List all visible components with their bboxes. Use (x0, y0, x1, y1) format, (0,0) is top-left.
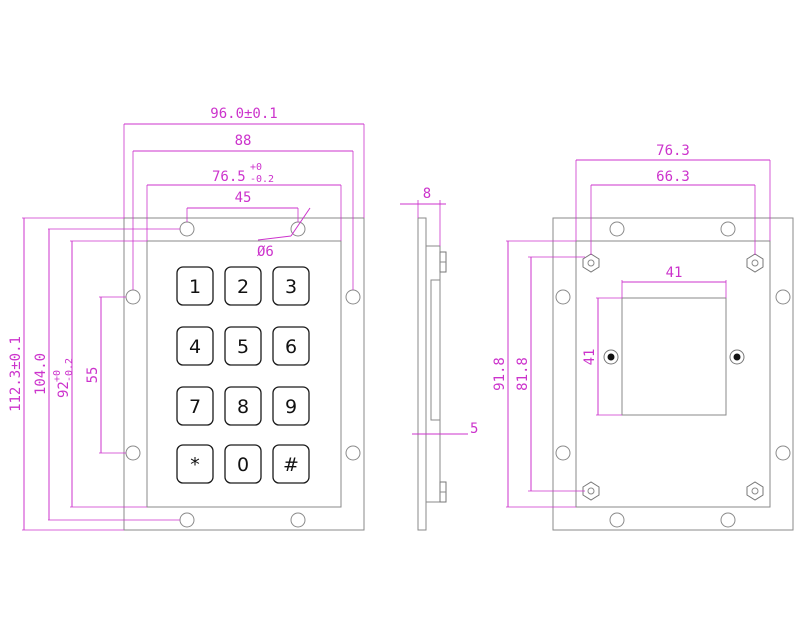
key-label: 9 (285, 396, 297, 418)
stud-nut (582, 253, 600, 273)
mounting-hole (775, 289, 791, 305)
mounting-hole (345, 445, 361, 461)
dim-rear-cutout-width: 41 (666, 265, 683, 281)
screw-right-center (733, 353, 741, 361)
key-8[interactable]: 8 (224, 386, 262, 426)
dim-rear-stud-span-width-inner: 66.3 (656, 169, 690, 185)
side-stud-top (439, 251, 447, 273)
key-1[interactable]: 1 (176, 266, 214, 306)
mounting-hole (609, 221, 625, 237)
key-star[interactable]: * (176, 444, 214, 484)
rear-mounting-holes (555, 221, 791, 528)
key-0[interactable]: 0 (224, 444, 262, 484)
mounting-hole (720, 221, 736, 237)
rear-view: 76.3 66.3 41 41 91.8 81.8 (492, 143, 794, 531)
key-label: 7 (189, 396, 201, 418)
side-body (425, 245, 441, 503)
dim-hole-pitch-top: 45 (235, 190, 252, 206)
key-label: 4 (189, 336, 201, 358)
key-7[interactable]: 7 (176, 386, 214, 426)
mounting-hole (345, 289, 361, 305)
front-plate-outline (123, 217, 365, 531)
key-hash[interactable]: # (272, 444, 310, 484)
key-label: 5 (237, 336, 249, 358)
key-label: # (283, 454, 299, 476)
rear-connector-screws (603, 349, 745, 365)
key-5[interactable]: 5 (224, 326, 262, 366)
key-4[interactable]: 4 (176, 326, 214, 366)
mounting-hole (179, 512, 195, 528)
mounting-hole (775, 445, 791, 461)
dim-side-plate: 5 (470, 421, 478, 437)
key-label: 0 (237, 454, 249, 476)
dim-hole-diameter: Ø6 (257, 244, 274, 260)
side-inner-body (430, 279, 441, 421)
mounting-hole (290, 221, 306, 237)
mounting-hole (555, 289, 571, 305)
dim-window-height: 92 (56, 381, 72, 398)
front-vertical-dimensions: 112.3±0.1 104.0 92 +0 -0.2 55 (8, 217, 180, 531)
mounting-hole (125, 445, 141, 461)
mounting-hole (290, 512, 306, 528)
key-label: * (190, 454, 200, 476)
dim-window-height-tol-top: +0 (52, 370, 63, 382)
side-stud-bottom (439, 481, 447, 503)
mounting-hole (125, 289, 141, 305)
stud-nut (746, 481, 764, 501)
dim-rear-cutout-height: 41 (582, 349, 598, 366)
rear-cutout (621, 297, 727, 416)
dim-rear-stud-span-width: 76.3 (656, 143, 690, 159)
rear-studs (582, 253, 764, 501)
stud-nut (582, 481, 600, 501)
key-9[interactable]: 9 (272, 386, 310, 426)
rear-body-outline (575, 240, 771, 508)
key-label: 2 (237, 276, 249, 298)
key-label: 8 (237, 396, 249, 418)
front-window-outline (146, 240, 342, 508)
mounting-hole (609, 512, 625, 528)
side-plate (417, 217, 427, 531)
stud-nut (746, 253, 764, 273)
dim-window-width-tol-top: +0 (250, 162, 262, 173)
side-view: 8 5 (400, 186, 478, 531)
dim-rear-stud-span-height: 91.8 (492, 357, 508, 391)
rear-plate-outline (552, 217, 794, 531)
mounting-hole (179, 221, 195, 237)
dim-window-height-tol-bottom: -0.2 (64, 358, 75, 382)
keypad-keys: 1 2 3 4 5 6 7 8 9 * 0 # (176, 266, 310, 484)
dim-side-thickness: 8 (423, 186, 431, 202)
key-3[interactable]: 3 (272, 266, 310, 306)
key-6[interactable]: 6 (272, 326, 310, 366)
screw-left-center (607, 353, 615, 361)
dim-window-width-tol-bottom: -0.2 (250, 174, 274, 185)
front-view: 1 2 3 4 5 6 7 8 9 * 0 # 96.0±0.1 88 (8, 106, 365, 531)
key-label: 1 (189, 276, 201, 298)
dim-hole-pitch-side: 55 (85, 367, 101, 384)
dim-overall-height: 112.3±0.1 (8, 336, 24, 412)
dim-window-width: 76.5 (212, 169, 246, 185)
dim-overall-width: 96.0±0.1 (210, 106, 277, 122)
key-label: 6 (285, 336, 297, 358)
front-horizontal-dimensions: 96.0±0.1 88 76.5 +0 -0.2 45 Ø6 (123, 106, 365, 290)
mounting-hole (720, 512, 736, 528)
mounting-hole (555, 445, 571, 461)
dim-hole-span-height: 104.0 (33, 353, 49, 395)
dim-rear-stud-span-height-inner: 81.8 (515, 357, 531, 391)
key-label: 3 (285, 276, 297, 298)
key-2[interactable]: 2 (224, 266, 262, 306)
dim-hole-span-width: 88 (235, 133, 252, 149)
